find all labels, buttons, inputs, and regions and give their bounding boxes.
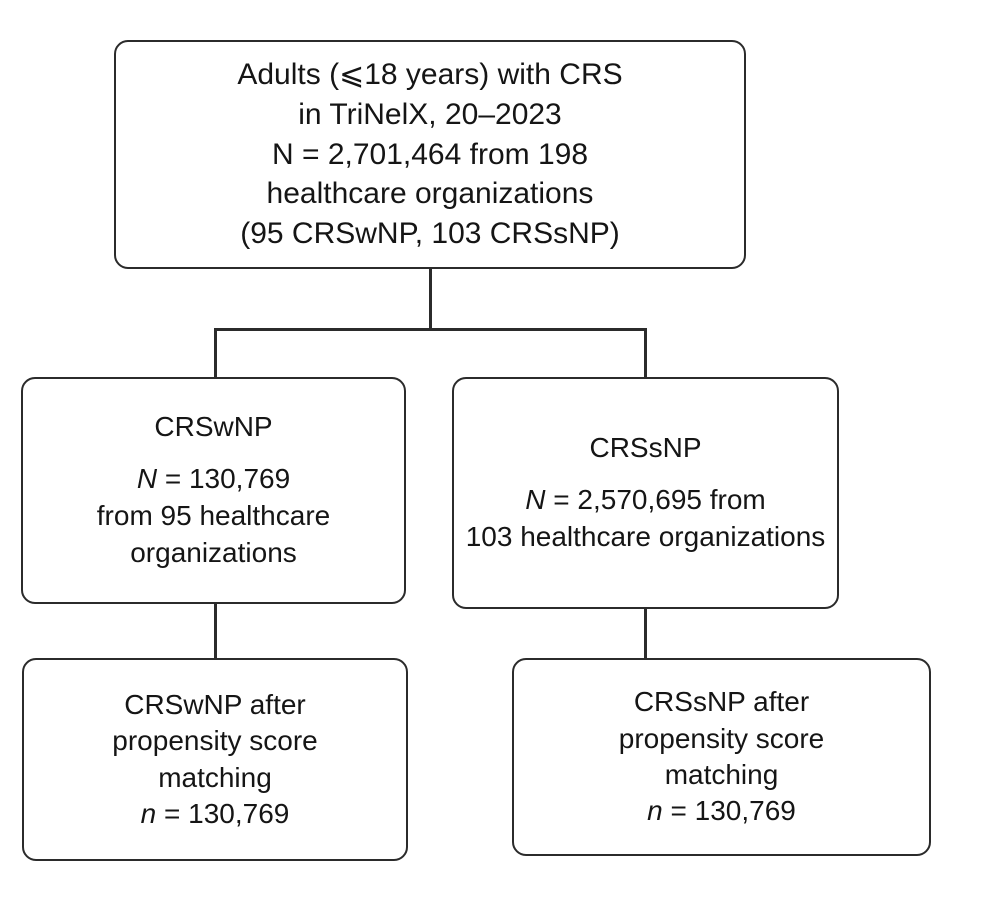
connector-branch-bar <box>214 328 646 331</box>
node-crswnp-heading: CRSwNP <box>154 410 273 442</box>
node-crswnp-psm-line-2: propensity score <box>112 725 318 757</box>
node-crssnp-cohort: CRSsNP N = 2,570,695 from 103 healthcare… <box>452 377 839 609</box>
connector-crswnp-to-matching <box>214 604 217 659</box>
node-source-cohort-line-5: (95 CRSwNP, 103 CRSsNP) <box>240 217 620 251</box>
node-crssnp-psm-count: n = 130,769 <box>647 793 796 829</box>
node-crswnp-count-value: = 130,769 <box>157 463 291 495</box>
connector-crssnp-to-matching <box>644 609 647 659</box>
node-crswnp-line-1: from 95 healthcare <box>96 500 331 532</box>
node-crswnp-psm-count-value: = 130,769 <box>156 797 290 829</box>
node-source-cohort: Adults (⩽18 years) with CRS in TriNelX, … <box>114 40 746 269</box>
node-crswnp-psm-count: n = 130,769 <box>141 796 290 832</box>
node-crssnp-psm-count-symbol: n <box>647 795 663 827</box>
connector-branch-left <box>214 328 217 378</box>
node-crssnp-after-matching: CRSsNP after propensity score matching n… <box>512 658 931 856</box>
node-source-cohort-line-4: healthcare organizations <box>266 177 594 211</box>
node-crssnp-count-value: = 2,570,695 from <box>545 484 766 516</box>
node-crswnp-line-2: organizations <box>130 537 297 569</box>
node-crssnp-psm-line-2: propensity score <box>618 722 825 754</box>
node-crssnp-count: N = 2,570,695 from <box>525 482 766 519</box>
node-crswnp-cohort: CRSwNP N = 130,769 from 95 healthcare or… <box>21 377 406 604</box>
node-crswnp-count-symbol: N <box>136 463 158 495</box>
node-crssnp-psm-line-3: matching <box>664 759 779 790</box>
connector-branch-right <box>644 328 647 378</box>
node-crswnp-after-matching: CRSwNP after propensity score matching n… <box>22 658 408 861</box>
node-source-cohort-line-1: Adults (⩽18 years) with CRS <box>237 57 623 91</box>
node-crswnp-psm-count-symbol: n <box>140 797 157 829</box>
node-source-cohort-line-2: in TriNelX, 20–2023 <box>298 97 562 131</box>
node-crssnp-line-1: 103 healthcare organizations <box>465 521 826 553</box>
node-crswnp-psm-line-3: matching <box>158 761 272 793</box>
node-crssnp-count-symbol: N <box>525 484 546 516</box>
node-crswnp-count: N = 130,769 <box>137 461 290 498</box>
node-crssnp-psm-count-value: = 130,769 <box>662 795 796 827</box>
connector-top-stem <box>429 269 432 329</box>
node-crssnp-heading: CRSsNP <box>589 431 702 463</box>
node-crswnp-psm-line-1: CRSwNP after <box>124 688 306 720</box>
node-source-cohort-line-3: N = 2,701,464 from 198 <box>271 137 589 171</box>
node-crssnp-psm-line-1: CRSsNP after <box>633 686 810 718</box>
